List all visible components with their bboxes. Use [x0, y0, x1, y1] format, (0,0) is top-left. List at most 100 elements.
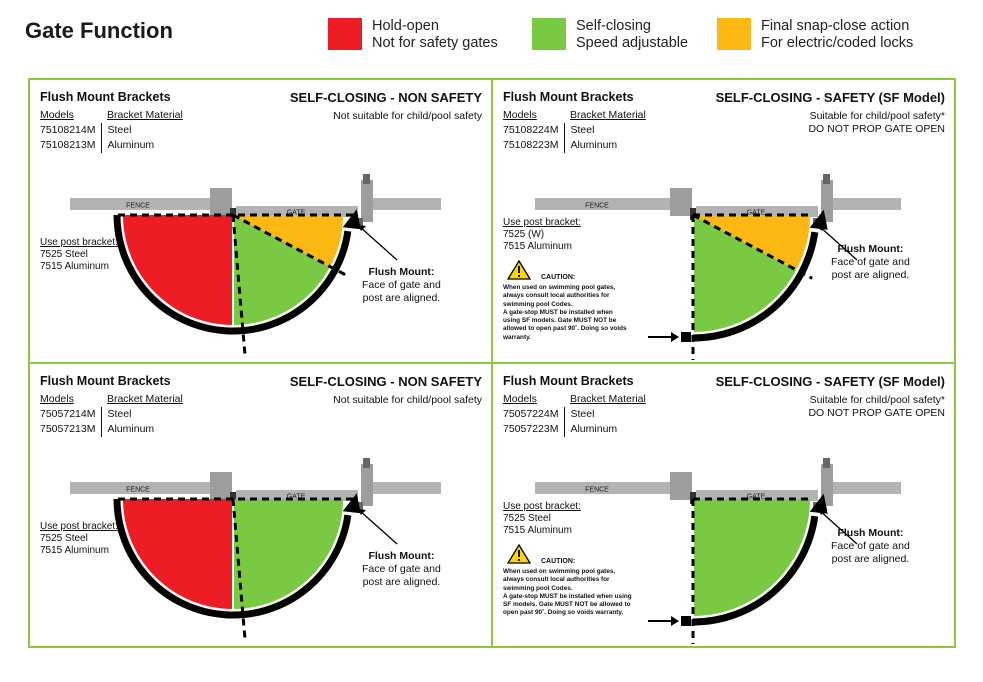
- model-number: 75057214M: [40, 408, 96, 420]
- note-line1: Suitable for child/pool safety*: [809, 394, 945, 406]
- gate-bar: [236, 490, 358, 501]
- caution-line: SF models. Gate MUST NOT be allowed to: [503, 601, 631, 609]
- bracket-material: Aluminum: [564, 138, 652, 153]
- table-row: 75108224M Steel: [503, 123, 652, 138]
- caution-line: always consult local authorities for: [503, 292, 610, 300]
- grid-divider-horizontal: [28, 362, 956, 364]
- post-bracket-note: Use post bracket:7525 (W)7515 Aluminum: [503, 217, 581, 253]
- flush-pointer-arrowhead: [818, 225, 826, 231]
- col-material: Bracket Material: [106, 393, 183, 405]
- post-bracket-line1: 7525 (W): [503, 229, 545, 240]
- swing-arc: [113, 498, 352, 619]
- flush-pointer-line: [818, 225, 858, 261]
- caution-text: When used on swimming pool gates,always …: [503, 284, 663, 342]
- brackets-title: Flush Mount Brackets: [503, 90, 634, 104]
- gate-label: GATE: [287, 210, 306, 217]
- latch-knob: [823, 458, 830, 468]
- caution-line: allowed to open past 90˚. Doing so voids: [503, 325, 627, 333]
- self-closing-zone: [233, 499, 343, 609]
- col-models: Models: [503, 393, 537, 405]
- model-number: 75108224M: [503, 124, 559, 136]
- caution-line: When used on swimming pool gates,: [503, 284, 616, 291]
- caution-line: warranty.: [503, 333, 531, 341]
- latch-post: [361, 180, 373, 222]
- caution-line: A gate-stop MUST be installed when: [503, 308, 613, 316]
- post-bracket-line2: 7515 Aluminum: [503, 241, 572, 252]
- model-number: 75108223M: [503, 139, 559, 151]
- bracket-material: Steel: [101, 123, 189, 138]
- model-number: 75057213M: [40, 423, 96, 435]
- gate-bar: [236, 206, 358, 217]
- panel-heading: SELF-CLOSING - NON SAFETY: [289, 374, 482, 389]
- gate-stop-arrowhead: [671, 616, 679, 626]
- legend-swatch-yellow: [717, 18, 751, 50]
- fence-bar-right: [373, 482, 441, 494]
- gate-stop-arrowhead: [671, 332, 679, 342]
- bracket-material: Steel: [564, 123, 652, 138]
- flush-mount-title: Flush Mount:: [368, 266, 435, 278]
- snap-close-zone: [693, 215, 810, 270]
- arrow-head: [809, 209, 828, 230]
- self-closing-zone: [693, 499, 810, 616]
- snap-start-line: [692, 213, 813, 280]
- warning-icon-dot: [518, 275, 520, 277]
- table-row: 75108213M Aluminum: [40, 138, 189, 153]
- legend-line1: Hold-open: [372, 18, 439, 34]
- arrow-head: [342, 209, 361, 230]
- arrow-head: [342, 493, 361, 514]
- bracket-material: Aluminum: [564, 422, 652, 437]
- fence-label: FENCE: [126, 487, 150, 494]
- hold-open-zone: [123, 215, 233, 325]
- post-bracket-line2: 7515 Aluminum: [40, 545, 109, 556]
- post-bracket-title: Use post bracket:: [503, 501, 581, 512]
- fence-label: FENCE: [126, 203, 150, 210]
- panel-note: Suitable for child/pool safety*DO NOT PR…: [808, 110, 945, 136]
- post-bracket-line2: 7515 Aluminum: [40, 261, 109, 272]
- legend-line2: Speed adjustable: [576, 35, 689, 51]
- fence-bar: [535, 198, 685, 210]
- model-number: 75057224M: [503, 408, 559, 420]
- caution-title: CAUTION:: [541, 274, 576, 281]
- gate-label: GATE: [287, 494, 306, 501]
- warning-icon-bar: [518, 550, 520, 557]
- legend-swatch-green: [532, 18, 566, 50]
- model-number: 75108213M: [40, 139, 96, 151]
- legend-swatch-red: [328, 18, 362, 50]
- fence-label: FENCE: [585, 203, 609, 210]
- caution-line: swimming pool Codes.: [503, 300, 573, 308]
- caution-line: A gate-stop MUST be installed when using: [503, 592, 632, 600]
- self-closing-zone: [693, 215, 797, 332]
- fence-label: FENCE: [585, 487, 609, 494]
- flush-mount-line2: post are aligned.: [362, 576, 441, 588]
- page-title: Gate Function: [25, 18, 173, 43]
- fence-post: [210, 472, 232, 500]
- caution-line: When used on swimming pool gates,: [503, 568, 616, 575]
- note-line2: DO NOT PROP GATE OPEN: [808, 123, 945, 135]
- flush-mount-line2: post are aligned.: [831, 553, 910, 565]
- legend-item-hold-open: Hold-open Not for safety gates: [328, 18, 498, 52]
- panel-heading: SELF-CLOSING - SAFETY (SF Model): [715, 374, 945, 389]
- bracket-material: Aluminum: [101, 138, 189, 153]
- flush-pointer-line: [358, 225, 398, 261]
- latch-knob: [363, 174, 370, 184]
- swing-arc: [692, 515, 819, 626]
- legend-line1: Final snap-close action: [761, 18, 910, 34]
- gate-swing-diagram: FENCE GATE: [70, 174, 441, 356]
- flush-mount-title: Flush Mount:: [368, 550, 435, 562]
